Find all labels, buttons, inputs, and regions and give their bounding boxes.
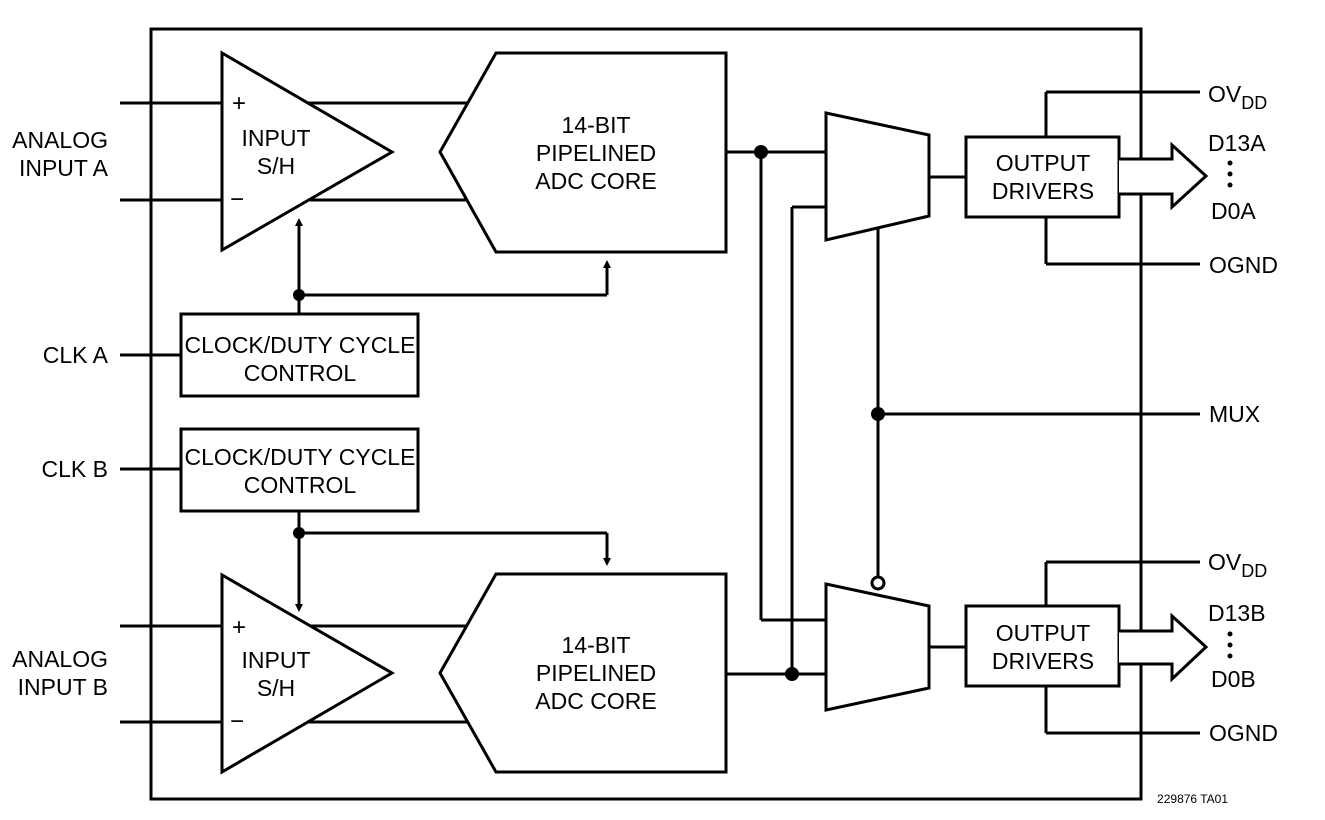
mux-junction — [871, 407, 885, 421]
drivers-b-label-2: DRIVERS — [992, 648, 1094, 674]
adc-b-label-3: ADC CORE — [535, 688, 656, 714]
adc-b-label-1: 14-BIT — [561, 632, 630, 658]
clock-control-b — [179, 427, 420, 513]
sh-b-label-1: INPUT — [242, 647, 311, 673]
pin-analog-input-b-1: ANALOG — [12, 646, 108, 672]
clk-ctrl-a-label-2: CONTROL — [244, 360, 357, 386]
pin-analog-input-a-2: INPUT A — [19, 155, 109, 181]
adc-b-label-2: PIPELINED — [536, 660, 656, 686]
pin-ovdd-a: OVDD — [1208, 81, 1267, 113]
clk-b-junction — [293, 527, 305, 539]
multiplexer-a — [824, 111, 931, 242]
sh-a-label-2: S/H — [257, 153, 295, 179]
output-drivers-b — [964, 604, 1121, 688]
pin-ovdd-b: OVDD — [1208, 549, 1267, 581]
ellipsis-a-icon — [1227, 160, 1233, 188]
clk-ctrl-a-label-1: CLOCK/DUTY CYCLE — [185, 332, 416, 358]
pin-ovdd-a-sub: DD — [1241, 93, 1267, 113]
pin-clk-a: CLK A — [43, 342, 109, 368]
figure-id: 229876 TA01 — [1157, 792, 1228, 806]
pin-d0b: D0B — [1211, 666, 1256, 692]
ellipsis-b-icon — [1227, 631, 1233, 659]
sh-b-minus: − — [230, 708, 244, 735]
mux-b-inverter-bubble — [870, 575, 886, 591]
pin-analog-input-a-1: ANALOG — [12, 127, 108, 153]
sh-a-label-1: INPUT — [242, 125, 311, 151]
pin-ovdd-a-main: OV — [1208, 81, 1242, 107]
clock-control-a — [179, 312, 420, 398]
clk-ctrl-b-label-1: CLOCK/DUTY CYCLE — [185, 444, 416, 470]
pin-clk-b: CLK B — [42, 456, 108, 482]
pin-mux: MUX — [1209, 401, 1260, 427]
pin-analog-input-b-2: INPUT B — [18, 674, 108, 700]
sh-a-plus: + — [232, 90, 246, 117]
pin-d13b: D13B — [1208, 600, 1266, 626]
data-bus-arrow-b — [1119, 612, 1209, 683]
data-bus-arrow-a — [1119, 141, 1209, 211]
adc-a-label-3: ADC CORE — [535, 168, 656, 194]
sh-b-label-2: S/H — [257, 675, 295, 701]
pin-d0a: D0A — [1211, 198, 1256, 224]
clk-ctrl-b-label-2: CONTROL — [244, 472, 357, 498]
sample-hold-a — [220, 50, 395, 253]
drivers-a-label-1: OUTPUT — [996, 150, 1091, 176]
sh-a-minus: − — [230, 186, 244, 213]
pin-d13a: D13A — [1208, 130, 1266, 156]
pin-ognd-b: OGND — [1209, 720, 1278, 746]
adc-a-label-1: 14-BIT — [561, 112, 630, 138]
clk-a-junction — [293, 289, 305, 301]
output-drivers-a — [964, 135, 1121, 219]
pin-ovdd-b-sub: DD — [1241, 561, 1267, 581]
drivers-b-label-1: OUTPUT — [996, 620, 1091, 646]
pin-ovdd-b-main: OV — [1208, 549, 1242, 575]
drivers-a-label-2: DRIVERS — [992, 178, 1094, 204]
pin-ognd-a: OGND — [1209, 252, 1278, 278]
adc-a-label-2: PIPELINED — [536, 140, 656, 166]
sample-hold-b — [220, 572, 395, 775]
multiplexer-b — [824, 582, 931, 712]
sh-b-plus: + — [232, 614, 246, 641]
